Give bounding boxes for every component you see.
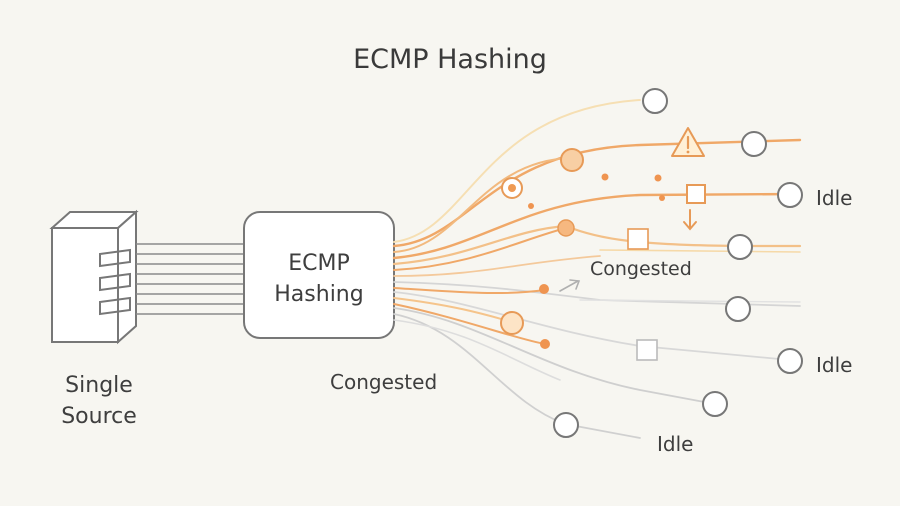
hop-node-2-core (508, 184, 516, 192)
packet-dot (659, 195, 665, 201)
server-icon (49, 209, 139, 345)
fanout-paths (392, 99, 802, 439)
node-top (642, 88, 668, 114)
source-label: Single Source (40, 370, 158, 432)
node-r6 (777, 348, 803, 374)
node-r4 (727, 234, 753, 260)
packet-dot (654, 174, 662, 182)
source-label-line1: Single (65, 373, 133, 398)
node-r2 (741, 131, 767, 157)
ecmp-box-label: ECMP Hashing (244, 248, 394, 310)
ecmp-box-label-line1: ECMP (288, 251, 350, 276)
node-r5 (725, 296, 751, 322)
path-nodes (500, 88, 803, 438)
hop-node-3 (557, 219, 575, 237)
queue-square (636, 339, 658, 361)
node-r8 (553, 412, 579, 438)
ecmp-hashing-box (243, 211, 395, 339)
down-arrow-icon (683, 209, 697, 231)
idle-label-bottom: Idle (657, 432, 694, 456)
source-label-line2: Source (61, 404, 137, 429)
diagonal-arrow-icon (559, 279, 581, 292)
packet-dot (539, 284, 549, 294)
warning-triangle-icon (671, 127, 705, 157)
hop-node-1 (560, 148, 584, 172)
node-r3 (777, 182, 803, 208)
idle-label-mid: Idle (816, 353, 853, 377)
packet-dot (528, 203, 534, 209)
congested-label-low: Congested (330, 370, 438, 394)
hop-node-4 (500, 311, 524, 335)
packet-dot (540, 339, 550, 349)
idle-label-top: Idle (816, 186, 853, 210)
congested-label-mid: Congested (590, 258, 692, 280)
ecmp-box-label-line2: Hashing (274, 282, 364, 307)
source-links (136, 243, 244, 315)
diagram-title: ECMP Hashing (353, 44, 547, 75)
queue-square (627, 228, 649, 250)
queue-square (686, 184, 706, 204)
packet-dot (601, 173, 609, 181)
node-r7 (702, 391, 728, 417)
